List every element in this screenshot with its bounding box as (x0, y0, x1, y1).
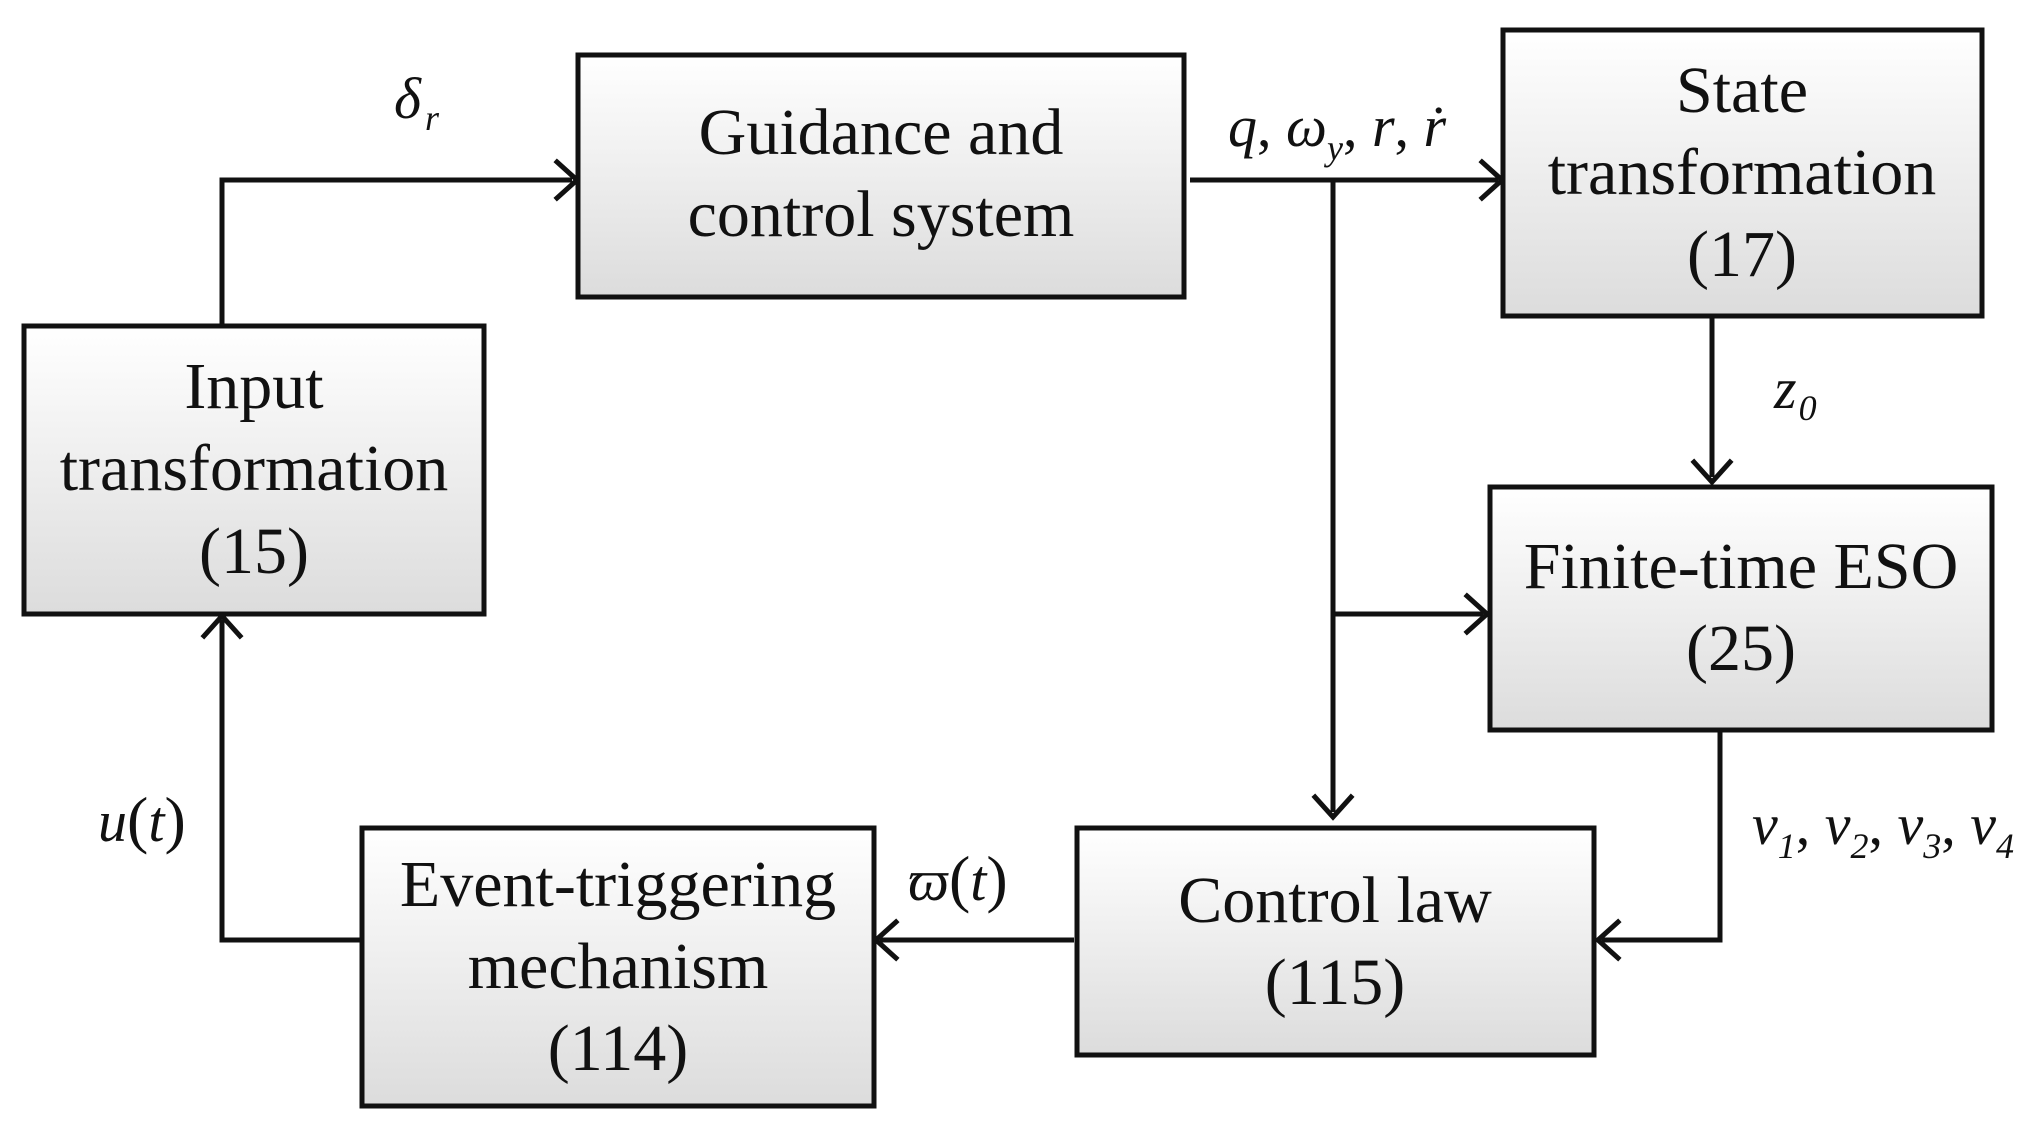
event-triggering-block: Event-triggering mechanism (114) (359, 825, 877, 1109)
input-block-line1: Input (184, 350, 323, 423)
control-law-block: Control law (115) (1074, 825, 1597, 1058)
signal-u-t: u(t) (98, 784, 186, 855)
wire-event-to-input (219, 620, 360, 943)
state-block-line1: State (1676, 54, 1808, 127)
finite-time-eso-block: Finite-time ESO (25) (1487, 484, 1995, 733)
event-block-line1: Event-triggering (400, 848, 836, 921)
signal-v-estimates: v1, v2, v3, v4 (1752, 792, 2014, 866)
wire-input-to-guidance (219, 177, 572, 326)
arrowhead-control-in-right (1594, 918, 1622, 962)
state-block-line2: transformation (1548, 136, 1937, 209)
guidance-block-line1: Guidance and (699, 96, 1064, 169)
eso-block-line2: (25) (1686, 612, 1796, 685)
arrowhead-eso-in-left (1463, 592, 1491, 636)
signal-varpi-t: ϖ(t) (908, 843, 1008, 914)
input-transformation-block: Input transformation (15) (21, 323, 487, 617)
input-block-line2: transformation (60, 432, 449, 505)
guidance-block-line2: control system (688, 178, 1075, 251)
input-block-line3: (15) (199, 515, 309, 588)
arrowhead-eso-in-top (1690, 458, 1734, 486)
state-transformation-block: State transformation (17) (1500, 27, 1985, 319)
event-block-line3: (114) (548, 1012, 689, 1085)
control-block-line2: (115) (1265, 946, 1406, 1019)
state-block-line3: (17) (1687, 218, 1797, 291)
signal-guidance-outputs: q, ωy, r, ṙ (1228, 94, 1447, 168)
wire-eso-to-control (1602, 732, 1723, 943)
guidance-block: Guidance and control system (575, 52, 1187, 300)
control-block-line1: Control law (1178, 864, 1492, 937)
arrowhead-control-in-top (1311, 793, 1355, 821)
event-block-line2: mechanism (468, 930, 769, 1003)
signal-z0: z0 (1773, 356, 1817, 428)
eso-block-line1: Finite-time ESO (1524, 530, 1958, 603)
